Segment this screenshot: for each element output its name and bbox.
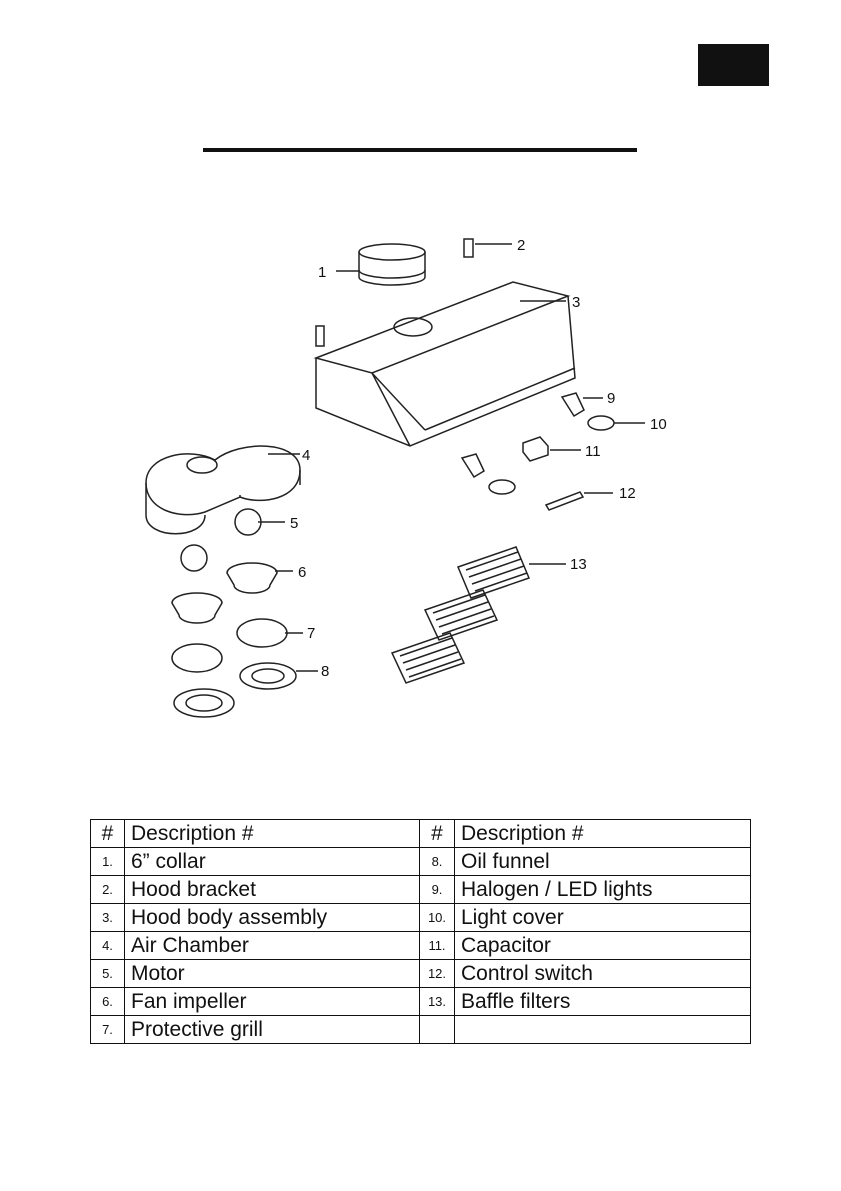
callout-11: 11 <box>585 443 601 460</box>
part-description: Light cover <box>455 904 751 932</box>
part-description: Halogen / LED lights <box>455 876 751 904</box>
exploded-parts-diagram: 1 2 3 4 5 6 7 8 9 10 11 12 13 <box>0 0 841 760</box>
baffle-filters-drawing <box>392 547 529 683</box>
callout-1: 1 <box>318 264 326 281</box>
part-number <box>420 1016 455 1044</box>
light-drawing <box>562 393 584 416</box>
air-chamber-drawing <box>146 446 300 534</box>
part-description: Control switch <box>455 960 751 988</box>
callout-7: 7 <box>307 625 315 642</box>
part-number: 13. <box>420 988 455 1016</box>
table-row: 5. Motor 12. Control switch <box>91 960 751 988</box>
grill-drawing <box>237 619 287 647</box>
part-number: 5. <box>91 960 125 988</box>
part-number: 6. <box>91 988 125 1016</box>
table-row: 4. Air Chamber 11. Capacitor <box>91 932 751 960</box>
part-number: 4. <box>91 932 125 960</box>
part-description: Oil funnel <box>455 848 751 876</box>
callout-4: 4 <box>302 447 310 464</box>
part-number: 10. <box>420 904 455 932</box>
part-description: Motor <box>125 960 420 988</box>
callout-9: 9 <box>607 390 615 407</box>
table-row: 3. Hood body assembly 10. Light cover <box>91 904 751 932</box>
header-description: Description # <box>125 820 420 848</box>
part-description: Hood body assembly <box>125 904 420 932</box>
table-header-row: # Description # # Description # <box>91 820 751 848</box>
parts-list-table: # Description # # Description # 1. 6” co… <box>90 819 751 1044</box>
table-row: 2. Hood bracket 9. Halogen / LED lights <box>91 876 751 904</box>
part-number: 3. <box>91 904 125 932</box>
part-description: Protective grill <box>125 1016 420 1044</box>
collar-drawing <box>359 244 425 285</box>
callout-12: 12 <box>619 485 636 502</box>
part-description <box>455 1016 751 1044</box>
bracket-drawing-2 <box>316 326 324 346</box>
impeller-drawing-2 <box>172 593 222 623</box>
control-switch-drawing <box>546 492 583 510</box>
part-description: Air Chamber <box>125 932 420 960</box>
part-number: 9. <box>420 876 455 904</box>
callout-13: 13 <box>570 556 587 573</box>
header-description: Description # <box>455 820 751 848</box>
part-description: 6” collar <box>125 848 420 876</box>
motor-drawing-2 <box>181 545 207 571</box>
part-number: 12. <box>420 960 455 988</box>
motor-drawing <box>235 509 261 535</box>
oil-funnel-drawing <box>240 663 296 689</box>
callout-6: 6 <box>298 564 306 581</box>
part-description: Hood bracket <box>125 876 420 904</box>
part-number: 1. <box>91 848 125 876</box>
light-drawing-2 <box>462 454 484 477</box>
header-number: # <box>420 820 455 848</box>
part-number: 7. <box>91 1016 125 1044</box>
bracket-drawing <box>464 239 473 257</box>
table-row: 1. 6” collar 8. Oil funnel <box>91 848 751 876</box>
callout-10: 10 <box>650 416 667 433</box>
oil-funnel-drawing-2 <box>174 689 234 717</box>
callout-8: 8 <box>321 663 329 680</box>
hood-body-drawing <box>316 282 575 446</box>
capacitor-drawing <box>523 437 548 461</box>
impeller-drawing <box>227 563 277 593</box>
part-number: 8. <box>420 848 455 876</box>
callout-5: 5 <box>290 515 298 532</box>
header-number: # <box>91 820 125 848</box>
part-description: Capacitor <box>455 932 751 960</box>
part-number: 2. <box>91 876 125 904</box>
table-row: 7. Protective grill <box>91 1016 751 1044</box>
grill-drawing-2 <box>172 644 222 672</box>
table-row: 6. Fan impeller 13. Baffle filters <box>91 988 751 1016</box>
part-description: Fan impeller <box>125 988 420 1016</box>
callout-3: 3 <box>572 294 580 311</box>
part-description: Baffle filters <box>455 988 751 1016</box>
callout-2: 2 <box>517 237 525 254</box>
part-number: 11. <box>420 932 455 960</box>
light-cover-drawing-2 <box>489 480 515 494</box>
light-cover-drawing <box>588 416 614 430</box>
